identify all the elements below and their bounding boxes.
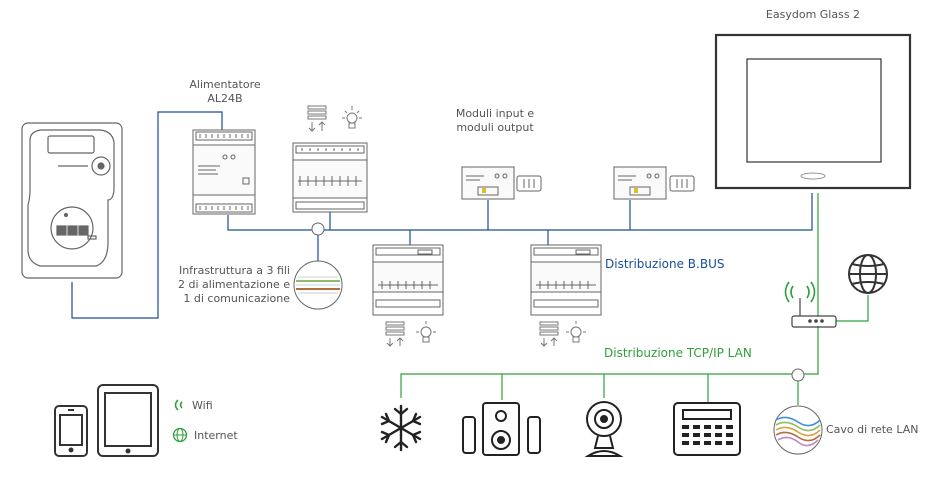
bbus-distribution-title: Distribuzione B.BUS	[605, 257, 725, 271]
din-module-icon	[530, 244, 602, 316]
lan-wiring	[400, 193, 869, 405]
panel-name-label: Easydom Glass 2	[765, 8, 861, 21]
snowflake-icon	[380, 404, 422, 452]
power-supply-name: Alimentatore	[189, 78, 261, 91]
bulb-icon	[416, 321, 436, 343]
smartphone-icon	[54, 405, 88, 457]
infrastructure-line2: 2 di alimentazione e	[178, 278, 290, 291]
power-supply-icon	[192, 129, 256, 215]
blinds-icon	[307, 105, 327, 132]
speakers-icon	[462, 402, 541, 456]
legend-internet: Internet	[172, 427, 238, 443]
power-supply-model: AL24B	[207, 92, 243, 105]
meter-icon	[21, 122, 123, 279]
blinds-icon	[385, 321, 405, 347]
input-output-module-icon	[461, 166, 515, 200]
bulb-icon	[342, 106, 362, 129]
touch-panel-icon	[714, 33, 912, 190]
router-icon	[791, 298, 837, 328]
wifi-icon	[174, 399, 183, 411]
globe-icon	[172, 427, 188, 443]
cable-section-icon	[293, 222, 343, 310]
switch-icon	[516, 175, 542, 192]
alarm-keypad-icon	[673, 402, 741, 456]
power-supply-label: Alimentatore AL24B	[170, 78, 280, 106]
modules-label-line1: Moduli input e	[455, 107, 535, 120]
legend-wifi-label: Wifi	[192, 398, 213, 412]
legend-internet-label: Internet	[194, 428, 238, 442]
lan-cable-label: Cavo di rete LAN	[826, 423, 919, 436]
din-module-icon	[292, 142, 368, 213]
legend-wifi: Wifi	[172, 397, 213, 413]
input-output-module-icon	[613, 166, 667, 200]
bulb-icon	[566, 321, 586, 343]
infrastructure-line1: Infrastruttura a 3 fili	[178, 264, 290, 277]
globe-icon	[848, 254, 888, 294]
bbus-wiring	[71, 111, 813, 319]
switch-icon	[669, 175, 695, 192]
modules-label: Moduli input e moduli output	[440, 107, 550, 135]
din-module-icon	[372, 244, 444, 316]
tablet-icon	[97, 384, 159, 457]
infrastructure-label: Infrastruttura a 3 fili 2 di alimentazio…	[150, 264, 290, 306]
lan-distribution-title: Distribuzione TCP/IP LAN	[604, 346, 752, 360]
blinds-icon	[539, 321, 559, 347]
wifi-icon	[784, 281, 816, 303]
cable-section-icon	[773, 368, 823, 455]
infrastructure-line3: 1 di comunicazione	[183, 292, 290, 305]
modules-label-line2: moduli output	[456, 121, 534, 134]
webcam-icon	[584, 401, 624, 457]
